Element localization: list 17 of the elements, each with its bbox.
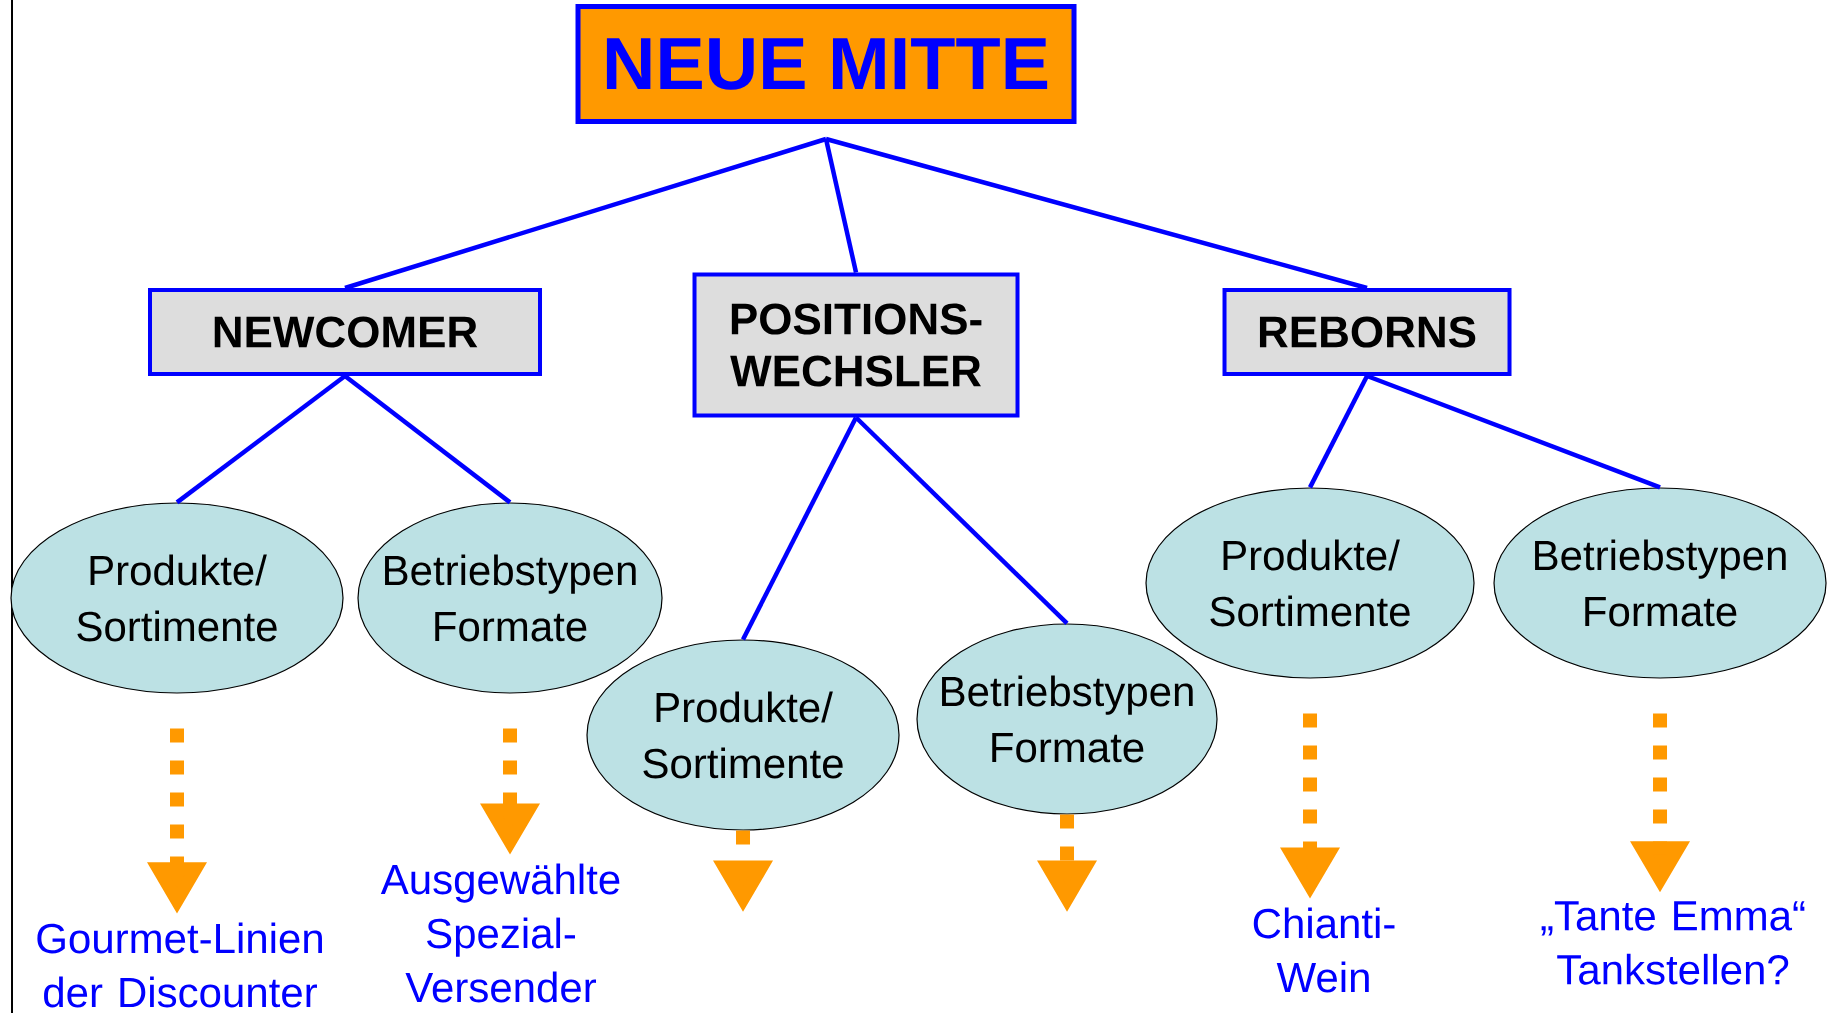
example-text: „Tante Emma“ Tankstellen? bbox=[1541, 901, 1805, 985]
connector-line bbox=[823, 138, 859, 273]
category-box: POSITIONS- WECHSLER bbox=[692, 272, 1020, 418]
category-box: REBORNS bbox=[1222, 288, 1512, 376]
connector-line bbox=[343, 374, 512, 505]
connector-line bbox=[741, 416, 858, 641]
connector-line bbox=[175, 374, 347, 505]
example-text: Gourmet-Linien der Discounter bbox=[37, 922, 322, 1008]
connector-line bbox=[825, 136, 1368, 291]
connector-line bbox=[1366, 373, 1661, 490]
category-box: NEWCOMER bbox=[148, 288, 542, 376]
connector-line bbox=[1308, 374, 1370, 489]
title-box: NEUE MITTE bbox=[575, 4, 1077, 124]
connector-line bbox=[854, 415, 1069, 625]
example-text: Chianti- Wein bbox=[1253, 907, 1395, 993]
example-text: Ausgewählte Spezial- Versender bbox=[380, 863, 620, 1003]
connector-line bbox=[344, 136, 827, 291]
